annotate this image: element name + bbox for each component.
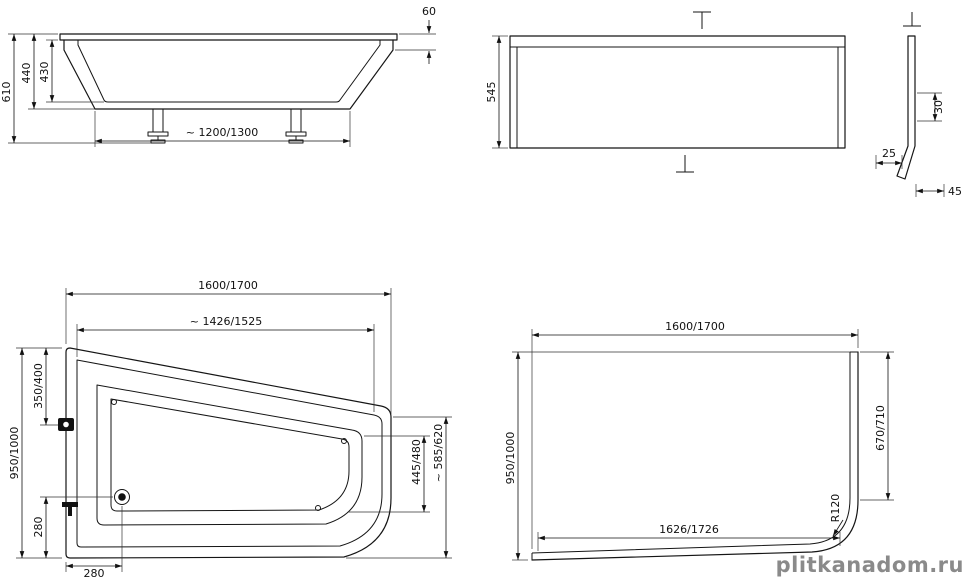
leg-left [147,109,169,144]
dim-head-end-offset: 350/400 [16,347,62,426]
dim-shell-height: 440 [20,34,95,110]
plan-tub-outer-outline [65,347,392,559]
dim-label-inner-depth: 430 [38,62,51,83]
basin-mark-1 [111,399,117,405]
dim-inner-depth: 430 [38,39,104,103]
drain-symbol [114,489,130,505]
front-panel-outline [509,35,846,149]
dim-panel-height: 545 [485,35,508,149]
dim-label-foot-end-outer: ~ 585/620 [432,424,445,482]
dim-label-panel-height: 545 [485,82,498,103]
front-panel-view: 545 [485,11,846,173]
tub-shell-outline [63,39,394,110]
dim-label-front-panel-length: 1626/1726 [659,523,719,536]
dim-profile-base: 45 [915,184,962,198]
dim-label-panel-overall-width: 950/1000 [504,432,517,485]
corner-mark-top [903,12,921,27]
dim-drain-from-left: 280 [65,506,123,580]
dim-label-overall-height: 610 [0,82,13,103]
dim-base-length: ~ 1200/1300 [94,111,351,147]
faucet-icon [58,418,74,431]
dim-label-profile-foot-offset: 25 [882,147,896,160]
dim-corner-radius: R120 [829,494,844,537]
tub-rim-outline [59,33,398,41]
side-elevation-view: 610 440 430 60 ~ 1200/1300 [0,5,436,147]
centerline-mark-bottom [676,155,694,173]
panel-profile-outline [896,35,916,180]
dim-label-base-length: ~ 1200/1300 [186,126,258,139]
watermark: plitkanadom.ru [776,553,964,577]
dim-plan-inner-length: ~ 1426/1525 [76,315,375,412]
dim-label-plan-overall-length: 1600/1700 [198,279,258,292]
dim-label-drain-from-bottom: 280 [32,517,45,538]
dim-label-corner-radius: R120 [829,494,842,523]
dim-label-panel-overall-length: 1600/1700 [665,320,725,333]
dim-foot-end-outer: ~ 585/620 [346,416,452,559]
dim-label-profile-flange: 30 [932,100,945,114]
plan-basin-outline [96,384,363,526]
dim-label-rim-edge: 60 [422,5,436,18]
dim-profile-flange: 30 [917,92,945,122]
dim-plan-overall-width: 950/1000 [8,348,62,559]
plan-basin-bottom-line [110,398,350,512]
dim-rim-edge: 60 [395,5,436,64]
dim-plan-overall-length: 1600/1700 [65,279,392,414]
dim-label-plan-overall-width: 950/1000 [8,427,21,480]
dim-label-plan-inner-length: ~ 1426/1525 [190,315,262,328]
panel-profile-detail: 30 25 45 [875,12,962,198]
dim-label-shell-height: 440 [20,63,33,84]
tap-icon [62,502,78,516]
dim-label-end-panel-length: 670/710 [874,405,887,451]
panel-outer-edge [531,351,859,561]
dim-label-drain-from-left: 280 [84,567,105,580]
dim-end-panel-length: 670/710 [860,351,894,501]
tub-basin-inner-line [77,40,381,103]
dim-panel-overall-width: 950/1000 [504,352,528,561]
panel-inner-edge [531,352,851,554]
dim-drain-from-bottom: 280 [32,496,113,558]
dim-profile-foot-offset: 25 [875,147,903,169]
plan-view-tub: 1600/1700 ~ 1426/1525 350/400 950/1000 2… [8,279,452,580]
basin-mark-3 [315,505,321,511]
dim-foot-end-inner: 445/480 [348,435,430,513]
dim-label-foot-end-inner: 445/480 [410,439,423,485]
basin-mark-2 [341,438,347,444]
dim-front-panel-length: 1626/1726 [537,523,841,551]
plan-tub-rim-inner-line [76,359,383,548]
dim-label-profile-base: 45 [948,185,962,198]
dim-panel-overall-length: 1600/1700 [531,320,859,549]
plan-view-panel: 1600/1700 950/1000 670/710 1626/1726 R12… [504,320,894,561]
dim-label-head-end-offset: 350/400 [32,363,45,409]
centerline-mark-top [693,11,711,29]
dim-overall-height: 610 [0,33,151,144]
leg-right [285,109,307,144]
